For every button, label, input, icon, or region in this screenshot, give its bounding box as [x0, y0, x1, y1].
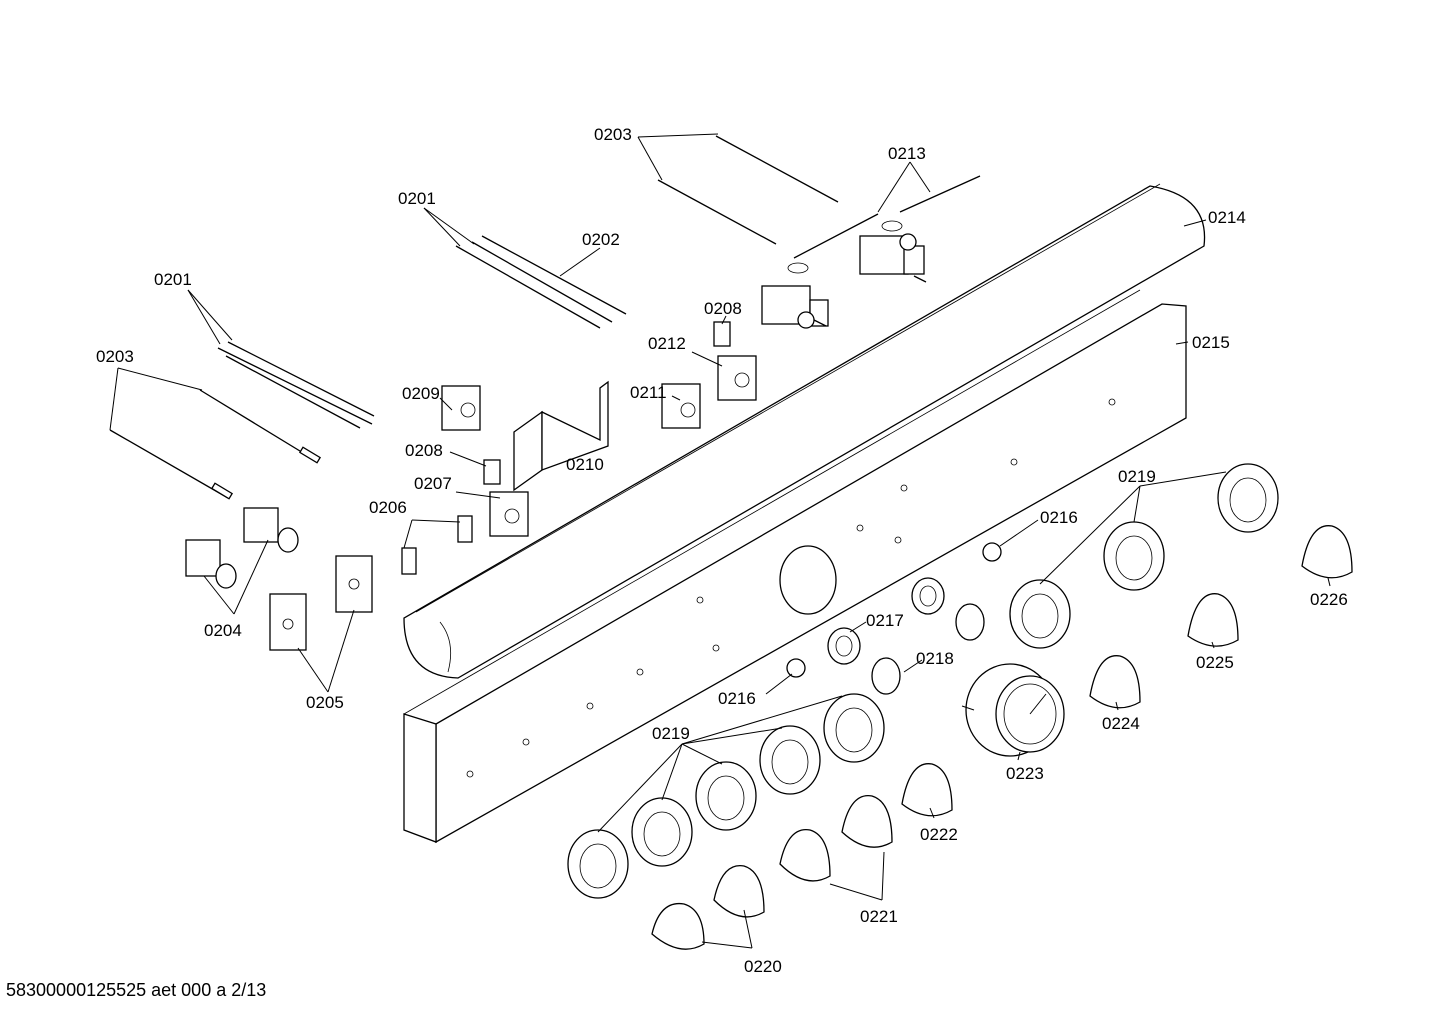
gas-valves [185, 507, 299, 589]
label-0209: 0209 [402, 384, 440, 403]
label-0224: 0224 [1102, 714, 1140, 733]
label-0219-lower: 0219 [652, 724, 690, 743]
label-0219-upper: 0219 [1118, 467, 1156, 486]
knob-rings-upper [1009, 463, 1279, 649]
label-0217: 0217 [866, 611, 904, 630]
label-0214: 0214 [1208, 208, 1246, 227]
label-0216-upper: 0216 [1040, 508, 1078, 527]
label-0211: 0211 [630, 383, 667, 402]
thermostat-left [761, 262, 829, 329]
temperature-gauge [961, 663, 1065, 757]
label-0220: 0220 [744, 957, 782, 976]
label-0208-lower: 0208 [405, 441, 443, 460]
knob-rings-lower [567, 693, 885, 899]
label-0208-top: 0208 [704, 299, 742, 318]
label-0215: 0215 [1192, 333, 1230, 352]
bezels-and-caps [786, 542, 1002, 695]
bracket [513, 380, 609, 492]
label-0218: 0218 [916, 649, 954, 668]
part-labels: 0203 0213 0201 0202 0214 0201 0208 0215 … [96, 125, 1348, 976]
label-0203-top: 0203 [594, 125, 632, 144]
drawing-number: 58300000125525 aet 000 a 2/13 [6, 980, 267, 1000]
trim-bar [403, 183, 1206, 679]
label-0202: 0202 [582, 230, 620, 249]
label-0222: 0222 [920, 825, 958, 844]
leader-lines [109, 133, 1331, 949]
label-0223: 0223 [1006, 764, 1044, 783]
switch-plates [269, 555, 373, 651]
label-0205: 0205 [306, 693, 344, 712]
label-0201-middle: 0201 [398, 189, 436, 208]
label-0221: 0221 [860, 907, 898, 926]
label-0225: 0225 [1196, 653, 1234, 672]
label-0213: 0213 [888, 144, 926, 163]
label-0212: 0212 [648, 334, 686, 353]
label-0201-left: 0201 [154, 270, 192, 289]
label-0207: 0207 [414, 474, 452, 493]
label-0204: 0204 [204, 621, 242, 640]
thermostat-right [859, 220, 927, 283]
label-0226: 0226 [1310, 590, 1348, 609]
label-0206: 0206 [369, 498, 407, 517]
control-knobs [651, 525, 1353, 950]
small-components [401, 321, 757, 575]
label-0216-lower: 0216 [718, 689, 756, 708]
capillary-tubes [109, 135, 981, 500]
label-0210: 0210 [566, 455, 604, 474]
label-0203-left: 0203 [96, 347, 134, 366]
control-panel [403, 289, 1187, 844]
